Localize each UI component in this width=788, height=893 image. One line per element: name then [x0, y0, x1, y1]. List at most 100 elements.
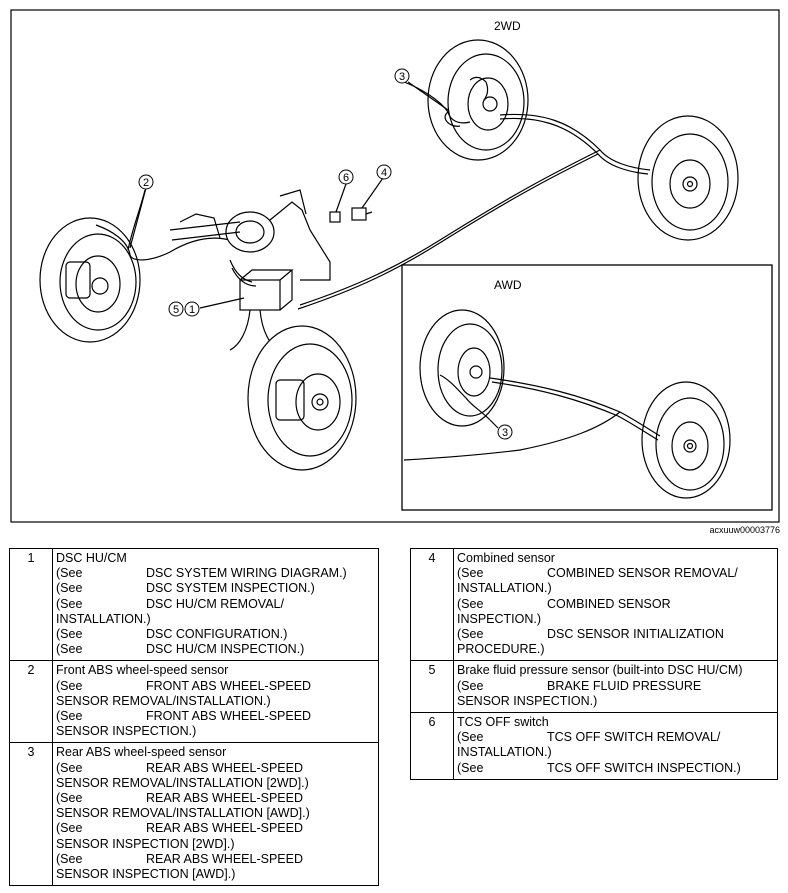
see-label: (See [457, 760, 484, 775]
part-number: 1 [9, 547, 53, 662]
part-reference: (See DSC SYSTEM WIRING DIAGRAM.) [56, 566, 375, 581]
reference-text: TCS OFF SWITCH REMOVAL/ [547, 730, 721, 745]
rear-left-wheel-2wd [427, 39, 529, 161]
part-reference: (See BRAKE FLUID PRESSURE [457, 679, 774, 694]
part-reference: (See DSC HU/CM REMOVAL/ [56, 597, 375, 612]
part-reference: (See REAR ABS WHEEL-SPEED [56, 791, 375, 806]
part-number: 3 [9, 742, 53, 887]
reference-text: DSC CONFIGURATION.) [146, 627, 288, 642]
callout-1: 1 [184, 301, 200, 317]
front-left-wheel [39, 217, 141, 343]
reference-continuation: SENSOR INSPECTION.) [457, 693, 598, 708]
reference-text: DSC SYSTEM WIRING DIAGRAM.) [146, 566, 347, 581]
reference-text: DSC HU/CM REMOVAL/ [146, 596, 284, 611]
reference-text: DSC SENSOR INITIALIZATION [547, 627, 724, 642]
see-label: (See [457, 678, 484, 693]
see-label: (See [56, 851, 83, 866]
reference-text: DSC HU/CM INSPECTION.) [146, 642, 305, 657]
rear-brake-line-2wd [499, 113, 651, 171]
reference-text: REAR ABS WHEEL-SPEED [146, 851, 303, 866]
part-description: Brake fluid pressure sensor (built-into … [453, 660, 778, 714]
see-label: (See [56, 709, 83, 724]
part-title: Brake fluid pressure sensor (built-into … [457, 663, 743, 678]
svg-text:4: 4 [381, 167, 387, 179]
part-title: Rear ABS wheel-speed sensor [56, 745, 227, 760]
part-reference: (See FRONT ABS WHEEL-SPEED [56, 709, 375, 724]
reference-text: FRONT ABS WHEEL-SPEED [146, 678, 312, 693]
part-reference: (See COMBINED SENSOR [457, 597, 774, 612]
reference-continuation: INSTALLATION.) [457, 745, 552, 760]
part-title: DSC HU/CM [56, 551, 127, 565]
see-label: (See [56, 791, 83, 806]
part-description: Front ABS wheel-speed sensor (See FRONT AB… [52, 660, 379, 744]
reference-text: COMBINED SENSOR [547, 596, 671, 611]
reference-continuation: SENSOR REMOVAL/INSTALLATION [2WD].) [56, 775, 309, 790]
part-number: 6 [410, 712, 454, 780]
see-label: (See [457, 730, 484, 745]
reference-continuation: INSPECTION.) [457, 611, 542, 626]
reference-text: REAR ABS WHEEL-SPEED [146, 791, 303, 806]
rear-right-wheel-awd [641, 381, 731, 499]
see-label: (See [56, 581, 83, 596]
reference-text: DSC SYSTEM INSPECTION.) [146, 581, 315, 596]
part-number: 2 [9, 660, 53, 744]
see-label: (See [56, 642, 83, 657]
callout-2: 2 [138, 174, 154, 190]
see-label: (See [457, 596, 484, 611]
label-2wd: 2WD [494, 19, 521, 33]
label-awd: AWD [494, 278, 522, 292]
front-sensor-wire [95, 224, 231, 261]
see-label: (See [56, 566, 83, 581]
see-label: (See [56, 596, 83, 611]
rear-brake-line-awd [489, 377, 661, 437]
part-reference: (See TCS OFF SWITCH REMOVAL/ [457, 730, 774, 745]
front-right-wheel [247, 325, 357, 471]
see-label: (See [56, 821, 83, 836]
callout-3: 3 [394, 68, 410, 84]
part-reference: (See REAR ABS WHEEL-SPEED [56, 852, 375, 867]
reference-continuation: INSTALLATION.) [457, 581, 552, 596]
reference-continuation: SENSOR REMOVAL/INSTALLATION [AWD].) [56, 806, 310, 821]
part-number: 5 [410, 660, 454, 714]
svg-text:1: 1 [189, 304, 195, 316]
rear-right-wheel-2wd [637, 115, 739, 241]
part-title: TCS OFF switch [457, 715, 549, 730]
diagram-frame [10, 9, 780, 523]
reference-continuation: INSTALLATION.) [56, 611, 151, 626]
combined-sensor [351, 207, 373, 221]
brake-system-diagram: 2WD AWD [10, 9, 780, 523]
see-label: (See [56, 760, 83, 775]
reference-continuation: SENSOR INSPECTION [2WD].) [56, 836, 235, 851]
callout-6: 6 [338, 169, 354, 185]
callout-4: 4 [376, 164, 392, 180]
part-reference: (See TCS OFF SWITCH INSPECTION.) [457, 761, 774, 776]
dsc-hu-cm-unit [229, 259, 294, 311]
see-label: (See [457, 566, 484, 581]
svg-text:2: 2 [143, 177, 149, 189]
reference-text: FRONT ABS WHEEL-SPEED [146, 709, 312, 724]
brake-booster-assembly [169, 189, 331, 281]
reference-continuation: PROCEDURE.) [457, 642, 545, 657]
reference-continuation: SENSOR INSPECTION.) [56, 724, 197, 739]
callout-3-awd: 3 [497, 424, 513, 440]
reference-text: BRAKE FLUID PRESSURE [547, 678, 702, 693]
reference-continuation: SENSOR REMOVAL/INSTALLATION.) [56, 693, 271, 708]
part-title: Front ABS wheel-speed sensor [56, 663, 229, 678]
part-number: 4 [410, 547, 454, 662]
callout-5: 5 [168, 301, 184, 317]
reference-text: TCS OFF SWITCH INSPECTION.) [547, 760, 741, 775]
